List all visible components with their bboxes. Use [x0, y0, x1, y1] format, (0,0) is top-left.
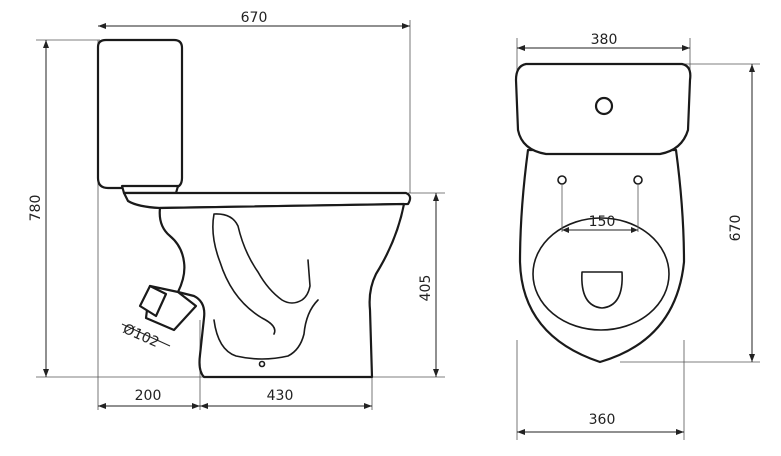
side-view: Ø102 670 780 405 200 430	[28, 10, 445, 410]
cistern-side	[96, 38, 184, 190]
dim-bowl-width: 360	[589, 412, 616, 428]
trapway	[212, 213, 311, 335]
diameter-leader	[121, 323, 171, 347]
water-spot	[581, 271, 623, 309]
dim-hole-spacing: 150	[589, 214, 616, 230]
outlet-collar	[138, 284, 168, 318]
dim-seat-height: 405	[418, 275, 434, 302]
bowl-body	[158, 202, 406, 379]
dim-outlet-offset: 200	[135, 388, 162, 404]
dim-base-length: 430	[267, 388, 294, 404]
top-view: 150 380 670 360	[514, 32, 760, 440]
trapway-lower	[213, 299, 319, 360]
bowl-opening	[532, 217, 670, 331]
bowl-top-outline	[518, 148, 686, 364]
flush-button	[594, 96, 614, 116]
dim-tank-width: 380	[591, 32, 618, 48]
dim-overall-length: 670	[241, 10, 268, 26]
drain-hole	[258, 360, 266, 368]
dim-overall-height: 780	[28, 195, 44, 222]
outlet-diameter-label: Ø102	[120, 321, 161, 351]
dim-depth: 670	[728, 215, 744, 242]
